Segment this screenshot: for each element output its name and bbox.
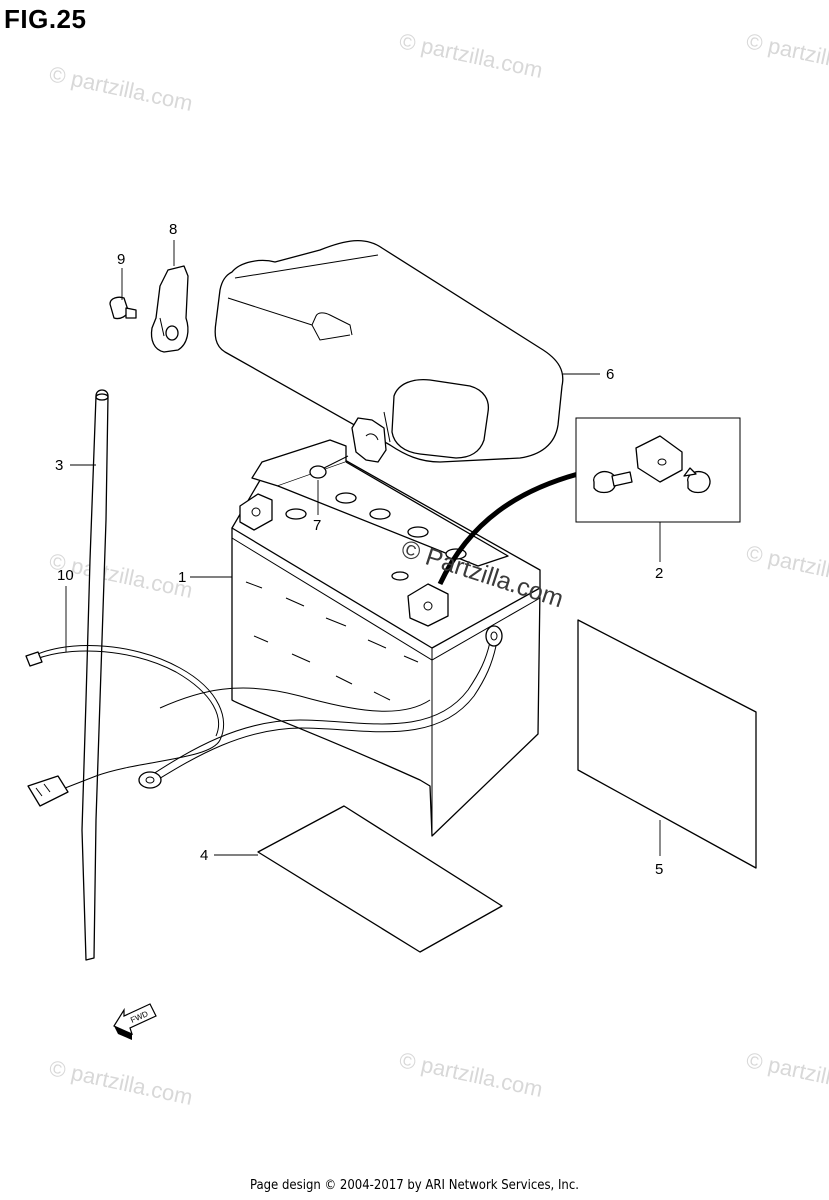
leader-lines bbox=[65, 240, 661, 856]
callout-7: 7 bbox=[313, 517, 321, 534]
callout-10: 10 bbox=[57, 567, 74, 584]
callout-3: 3 bbox=[55, 457, 63, 474]
footer-copyright: Page design © 2004-2017 by ARI Network S… bbox=[250, 1178, 579, 1193]
part-2-hardware-kit bbox=[575, 417, 741, 523]
fwd-arrow: FWD bbox=[113, 1003, 157, 1040]
callout-9: 9 bbox=[117, 251, 125, 268]
part-6-battery-cover bbox=[214, 239, 564, 463]
callout-1: 1 bbox=[178, 569, 186, 586]
part-9-screw bbox=[109, 296, 137, 320]
callout-4: 4 bbox=[200, 847, 208, 864]
callout-5: 5 bbox=[655, 861, 663, 878]
callout-8: 8 bbox=[169, 221, 177, 238]
part-4-pad bbox=[257, 805, 503, 953]
figure-title: FIG.25 bbox=[4, 4, 87, 34]
battery-cables bbox=[138, 625, 503, 789]
callout-6: 6 bbox=[606, 366, 614, 383]
part-10-harness bbox=[25, 645, 225, 807]
part-8-bracket bbox=[150, 265, 189, 353]
part-7-screw bbox=[309, 455, 349, 479]
callout-2: 2 bbox=[655, 565, 663, 582]
part-5-pad bbox=[577, 619, 757, 869]
part-3-vent-hose bbox=[81, 389, 109, 961]
part-1-battery bbox=[231, 439, 579, 837]
